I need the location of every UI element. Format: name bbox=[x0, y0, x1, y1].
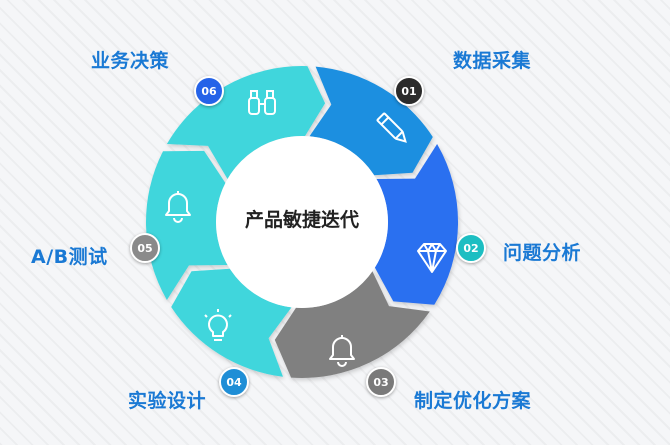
center-title: 产品敏捷迭代 bbox=[244, 209, 359, 231]
cycle-segment-01 bbox=[309, 66, 433, 176]
step-title-04: 实验设计 bbox=[128, 390, 207, 412]
cycle-segment-03 bbox=[274, 271, 430, 378]
cycle-segment-04 bbox=[171, 268, 292, 377]
step-title-06: 业务决策 bbox=[91, 50, 170, 72]
step-title-05: A/B测试 bbox=[31, 246, 108, 268]
step-number-04: 04 bbox=[219, 367, 249, 397]
cycle-segment-06 bbox=[166, 66, 326, 179]
cycle-segment-05 bbox=[146, 150, 228, 300]
step-number-03: 03 bbox=[366, 367, 396, 397]
diamond-icon bbox=[417, 243, 447, 273]
step-number-01: 01 bbox=[394, 76, 424, 106]
step-title-02: 问题分析 bbox=[503, 242, 582, 264]
center-circle bbox=[216, 136, 388, 308]
bell-icon bbox=[329, 335, 355, 367]
step-number-02: 02 bbox=[456, 233, 486, 263]
step-number-06: 06 bbox=[194, 76, 224, 106]
pencil-icon bbox=[376, 112, 407, 143]
bell-icon bbox=[165, 191, 191, 223]
step-number-05: 05 bbox=[130, 233, 160, 263]
lightbulb-icon bbox=[204, 309, 232, 341]
step-title-03: 制定优化方案 bbox=[414, 390, 532, 412]
binoculars-icon bbox=[248, 90, 276, 115]
step-title-01: 数据采集 bbox=[453, 50, 532, 72]
